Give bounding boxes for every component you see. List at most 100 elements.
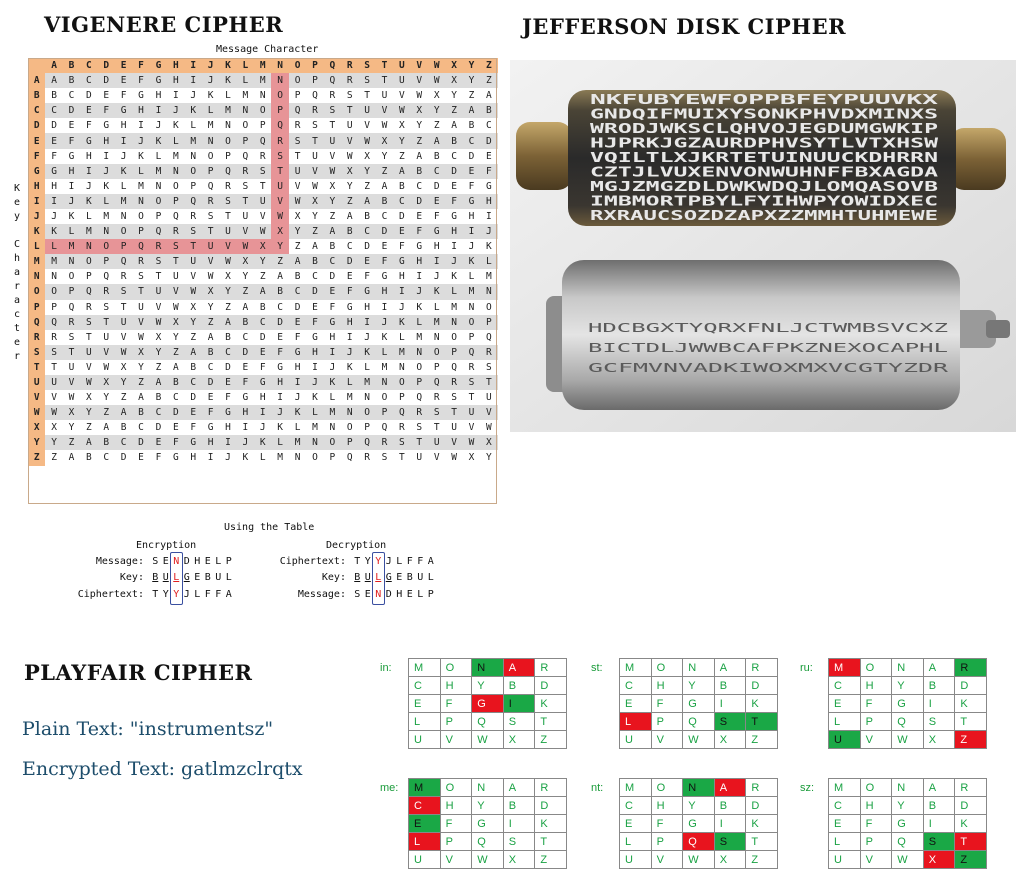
table-cell: E [167,420,185,436]
table-cell: E [393,224,411,240]
table-cell: R [445,374,463,391]
message-header-cell: H [167,58,185,74]
table-cell: T [97,314,115,330]
table-cell: B [271,284,289,300]
brass-cylinder [568,90,956,226]
table-cell: A [45,73,63,89]
table-cell: D [288,299,307,315]
table-cell: J [62,193,81,209]
table-cell: X [201,284,220,300]
table-cell: V [375,103,394,119]
playfair-cell: E [619,814,652,833]
table-cell: S [114,284,133,300]
table-cell: X [184,299,202,315]
playfair-cell: P [439,832,473,851]
table-cell: D [236,344,255,360]
table-cell: M [358,374,376,391]
table-cell: A [393,163,411,179]
table-cell: G [306,329,324,345]
table-cell: J [167,103,185,119]
table-cell: G [201,420,220,436]
table-cell: Y [341,178,359,194]
table-cell: M [236,88,255,104]
playfair-cell: O [439,658,473,677]
key-header-cell: O [28,284,46,300]
playfair-cell: E [828,814,861,833]
table-cell: V [184,269,202,285]
table-cell: A [323,224,342,240]
key-header-cell: V [28,390,46,406]
table-cell: B [480,103,498,119]
playfair-cell: Y [471,676,504,695]
playfair-cell: L [828,712,861,731]
playfair-cell: H [650,676,684,695]
table-cell: F [445,193,463,209]
table-cell: M [149,163,168,179]
table-cell: T [358,88,376,104]
table-cell: V [114,329,133,345]
table-cell: Q [167,208,185,225]
table-cell: K [80,193,98,209]
table-cell: N [132,193,150,209]
table-cell: O [375,390,394,406]
table-cell: J [462,239,481,255]
table-cell: D [358,239,376,255]
table-cell: X [62,405,81,421]
message-header-cell: P [306,58,324,74]
table-cell: V [132,314,150,330]
playfair-cell: F [650,694,684,713]
table-cell: K [358,344,376,360]
table-cell: I [149,103,168,119]
table-cell: K [45,224,63,240]
table-cell: N [410,344,428,360]
table-cell: F [132,73,150,89]
table-cell: V [167,284,185,300]
table-cell: X [288,208,307,225]
example-char: L [427,572,434,583]
table-cell: B [288,269,307,285]
table-cell: C [306,269,324,285]
playfair-cell: Q [891,832,924,851]
table-cell: D [254,329,272,345]
table-cell: Z [201,314,220,330]
table-cell: N [62,254,81,270]
playfair-cell: T [534,712,567,731]
table-cell: R [167,224,185,240]
table-cell: E [149,435,168,451]
table-cell: T [306,133,324,149]
table-cell: C [323,254,342,270]
playfair-cell: D [954,796,987,815]
table-cell: I [445,239,463,255]
table-cell: M [306,420,324,436]
table-cell: W [288,193,307,209]
table-cell: N [445,314,463,330]
table-cell: T [132,284,150,300]
table-cell: K [480,239,498,255]
table-cell: O [45,284,63,300]
table-cell: M [410,329,428,345]
playfair-cell: O [650,658,684,677]
table-cell: Z [323,208,342,225]
table-cell: J [393,299,411,315]
table-cell: Q [62,299,81,315]
playfair-cell: C [619,796,652,815]
table-cell: J [97,163,115,179]
table-cell: X [132,344,150,360]
table-cell: I [114,133,133,149]
table-cell: H [462,208,481,225]
table-cell: T [427,420,446,436]
table-cell: A [97,420,115,436]
table-cell: R [219,178,237,194]
table-cell: B [114,420,133,436]
table-cell: M [114,193,133,209]
table-cell: C [184,374,202,391]
example-char: N [375,589,382,600]
playfair-cell: D [534,796,567,815]
playfair-pair-label: sz: [800,782,815,794]
table-cell: N [480,284,498,300]
